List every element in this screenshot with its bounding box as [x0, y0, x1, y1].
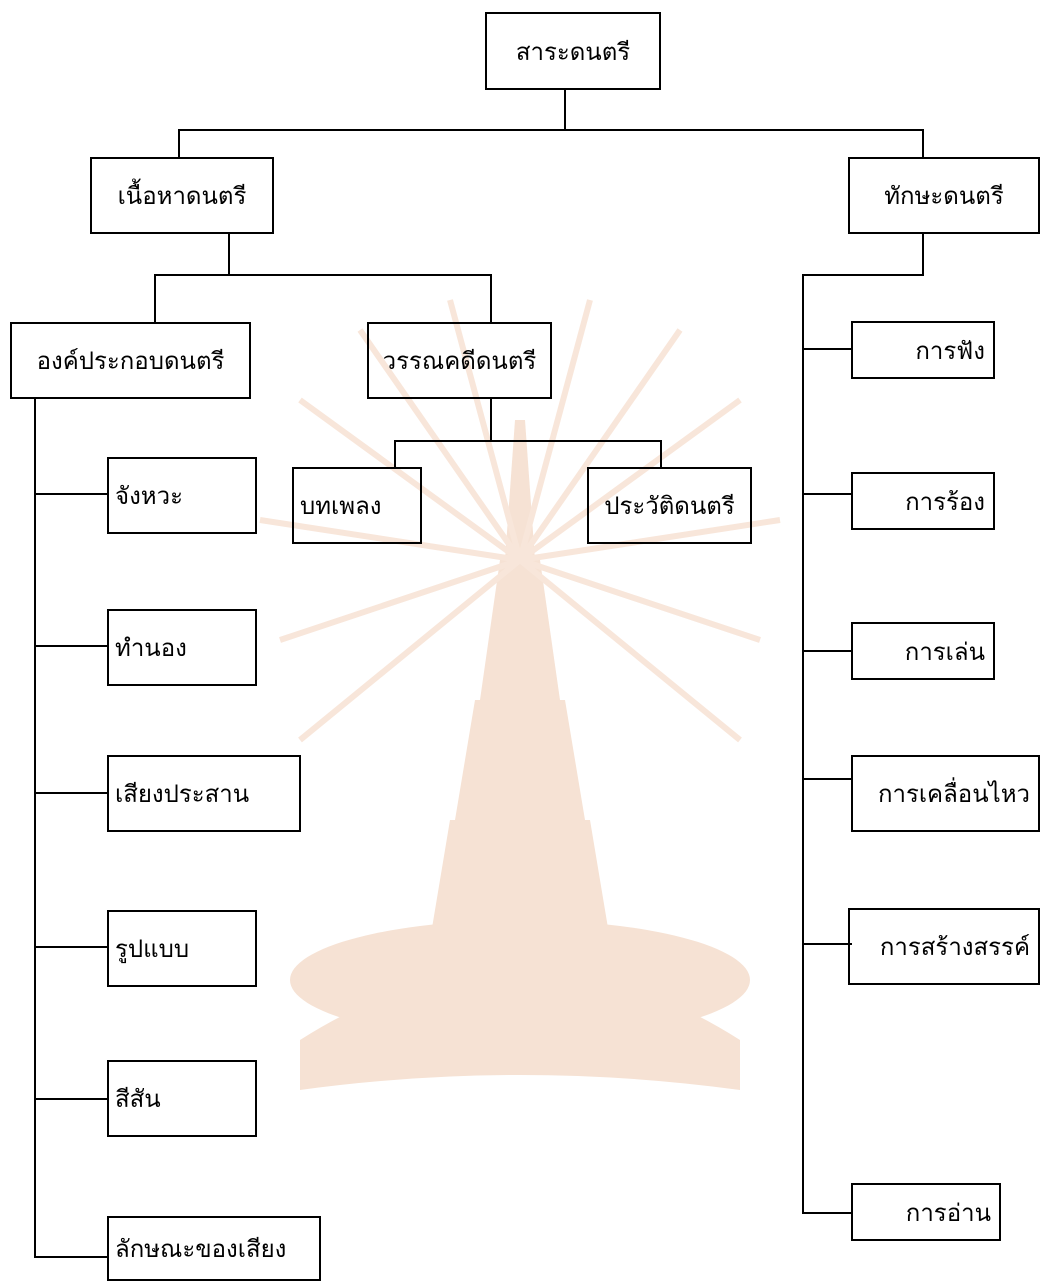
element-form: รูปแบบ — [107, 910, 257, 987]
literature-node: วรรณคดีดนตรี — [367, 322, 552, 399]
skills-node: ทักษะดนตรี — [848, 157, 1040, 234]
root-node: สาระดนตรี — [485, 12, 661, 90]
connector — [922, 233, 924, 276]
connector — [34, 1256, 108, 1258]
connector — [154, 274, 492, 276]
connector — [394, 440, 396, 468]
content-node: เนื้อหาดนตรี — [90, 157, 274, 234]
connector — [802, 274, 804, 1214]
connector — [34, 792, 108, 794]
connector — [922, 129, 924, 157]
skill-singing: การร้อง — [851, 472, 995, 530]
elements-node: องค์ประกอบดนตรี — [10, 322, 251, 399]
connector — [802, 1212, 852, 1214]
skill-playing: การเล่น — [851, 622, 995, 680]
element-harmony: เสียงประสาน — [107, 755, 301, 832]
element-timbre: สีสัน — [107, 1060, 257, 1137]
element-rhythm: จังหวะ — [107, 457, 257, 534]
connector — [802, 943, 852, 945]
connector — [34, 946, 108, 948]
connector — [802, 650, 852, 652]
connector — [34, 398, 36, 1258]
element-sound-character: ลักษณะของเสียง — [107, 1216, 321, 1281]
connector — [802, 274, 924, 276]
connector — [228, 233, 230, 276]
literature-history: ประวัติดนตรี — [587, 467, 752, 544]
element-melody: ทำนอง — [107, 609, 257, 686]
connector — [802, 493, 852, 495]
skill-creating: การสร้างสรรค์ — [848, 908, 1040, 985]
connector — [34, 1098, 108, 1100]
skill-listening: การฟัง — [851, 321, 995, 379]
connector — [178, 129, 180, 157]
connector — [660, 440, 662, 468]
connector — [802, 348, 852, 350]
connector — [564, 89, 566, 130]
connector — [490, 274, 492, 322]
connector — [802, 778, 852, 780]
connector — [178, 129, 924, 131]
connector — [394, 440, 662, 442]
connector — [490, 398, 492, 442]
connector — [154, 274, 156, 322]
skill-movement: การเคลื่อนไหว — [851, 755, 1040, 832]
literature-songs: บทเพลง — [292, 467, 422, 544]
connector — [34, 645, 108, 647]
connector — [34, 493, 108, 495]
skill-reading: การอ่าน — [851, 1183, 1001, 1241]
